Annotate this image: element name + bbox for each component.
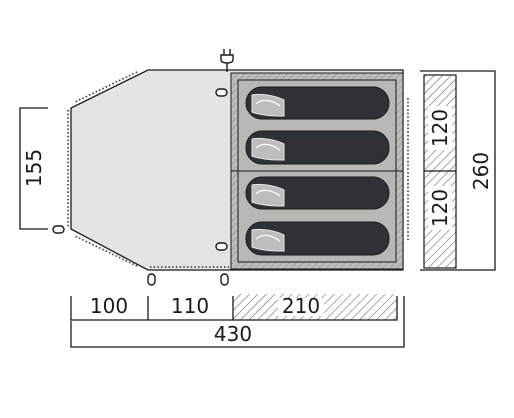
dimension-bottom-bedroom-label: 210 <box>282 294 320 318</box>
dimension-left-label: 155 <box>22 149 46 187</box>
dimension-right-bottom-label: 120 <box>428 189 452 227</box>
tent-peg-icon <box>220 273 229 286</box>
sleeping-bag-icon <box>245 176 390 210</box>
dimension-right-total-label: 260 <box>469 152 493 190</box>
tent-peg-icon <box>215 242 228 251</box>
sleeping-bag-icon <box>245 86 390 120</box>
dimension-bottom-middle-label: 110 <box>171 294 209 318</box>
tent-peg-icon <box>215 88 228 97</box>
power-plug-icon <box>220 49 234 72</box>
dimension-bottom-total-label: 430 <box>214 322 252 346</box>
dimension-bottom-front-label: 100 <box>90 294 128 318</box>
tent-peg-icon <box>52 225 65 234</box>
tent-edge-dotted <box>67 71 409 268</box>
dimension-right-total: 260 <box>420 70 496 271</box>
dimension-bottom-sections: 100 110 210 <box>70 294 398 321</box>
sleeping-bag-icon <box>245 130 390 165</box>
dimension-right-sections: 120 120 <box>423 74 457 269</box>
tent-peg-icon <box>147 273 156 286</box>
sleeping-bags <box>245 86 390 256</box>
dimension-right-top-label: 120 <box>428 109 452 147</box>
tent-pegs <box>52 88 229 286</box>
dimension-bottom-total: 430 <box>70 296 405 348</box>
sleeping-bag-icon <box>245 221 390 256</box>
dimension-left: 155 <box>19 107 48 230</box>
